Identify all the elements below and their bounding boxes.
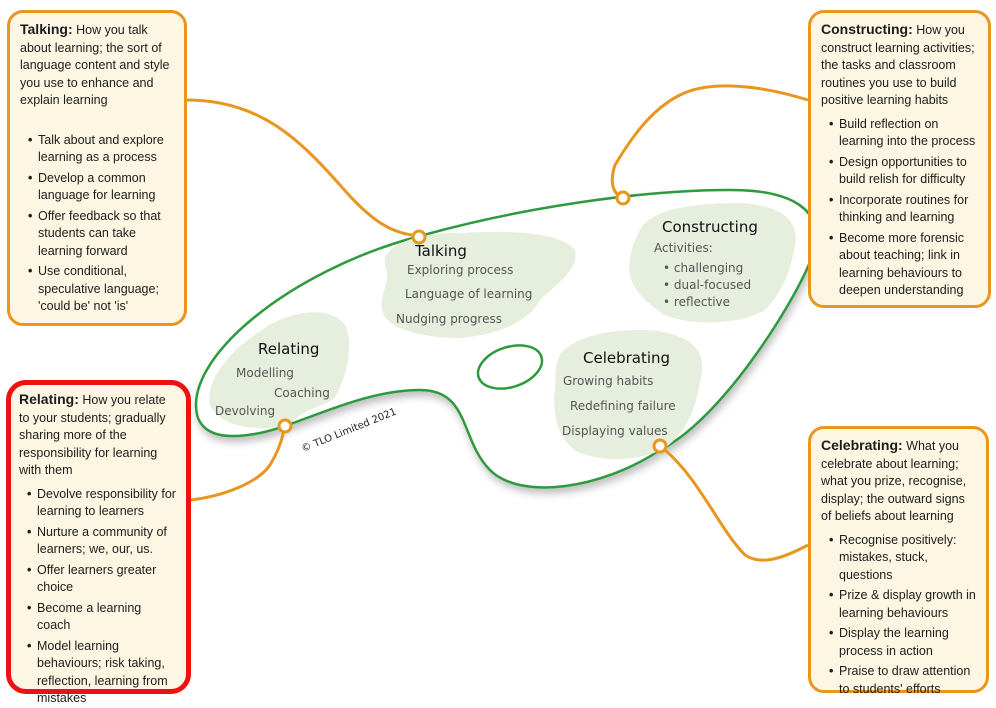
constructing-bullet: Incorporate routines for thinking and le… [829,192,978,227]
zone-item-relating-1: Modelling [236,366,294,380]
relating-bullet-list: Devolve responsibility for learning to l… [19,486,178,708]
celebrating-description: What you celebrate about learning; what … [821,439,967,523]
talking-description: How you talk about learning; the sort of… [20,23,170,107]
connector-node-talking [411,229,427,245]
zone-item-talking-2: Language of learning [405,287,532,301]
relating-heading: Relating: [19,391,79,407]
zone-item-constructing-1: • challenging [663,261,743,275]
constructing-description: How you construct learning activities; t… [821,23,975,107]
connector-celebrating [664,448,809,562]
zone-blob-relating [209,312,350,429]
talking-bullet: Talk about and explore learning as a pro… [28,132,174,167]
talking-heading: Talking: [20,21,73,37]
talking-bullet: Offer feedback so that students can take… [28,208,174,261]
talking-bullet: Develop a common language for learning [28,170,174,205]
relating-intro: Relating: How you relate to your student… [19,391,178,480]
zone-item-celebrating-1: Growing habits [563,374,653,388]
connector-node-celebrating [652,438,668,454]
zone-item-celebrating-3: Displaying values [562,424,668,438]
talking-box: Talking: How you talk about learning; th… [7,10,187,326]
connector-relating [190,429,286,502]
zone-title-constructing: Constructing [662,218,758,236]
connector-constructing [610,84,809,198]
celebrating-bullet: Recognise positively: mistakes, stuck, q… [829,532,976,585]
connector-node-constructing [615,190,631,206]
zone-item-celebrating-2: Redefining failure [570,399,676,413]
connector-node-relating [277,418,293,434]
celebrating-box: Celebrating: What you celebrate about le… [808,426,989,696]
zone-subtitle-constructing: Activities: [654,241,713,255]
zone-item-constructing-3: • reflective [663,295,730,309]
zone-item-constructing-2: • dual-focused [663,278,751,292]
constructing-box: Constructing: How you construct learning… [808,10,991,308]
relating-bullet: Devolve responsibility for learning to l… [27,486,178,521]
relating-description: How you relate to your students; gradual… [19,393,166,477]
constructing-bullet: Build reflection on learning into the pr… [829,116,978,151]
talking-bullet: Use conditional, speculative language; '… [28,263,174,316]
zone-blob-constructing [629,203,796,323]
relating-bullet: Become a learning coach [27,600,178,635]
zone-blob-talking [381,231,576,338]
constructing-bullet-list: Build reflection on learning into the pr… [821,116,978,300]
zone-title-talking: Talking [414,242,467,260]
celebrating-intro: Celebrating: What you celebrate about le… [821,437,976,526]
zone-item-relating-3: Devolving [215,404,275,418]
constructing-bullet: Become more forensic about teaching; lin… [829,230,978,300]
celebrating-heading: Celebrating: [821,437,903,453]
celebrating-bullet: Display the learning process in action [829,625,976,660]
relating-bullet: Model learning behaviours; risk taking, … [27,638,178,708]
relating-bullet: Offer learners greater choice [27,562,178,597]
zone-blob-celebrating [554,330,703,460]
relating-box: Relating: How you relate to your student… [6,380,191,705]
celebrating-bullet: Prize & display growth in learning behav… [829,587,976,622]
celebrating-bullet-list: Recognise positively: mistakes, stuck, q… [821,532,976,699]
talking-intro: Talking: How you talk about learning; th… [20,21,174,110]
zone-item-relating-2: Coaching [274,386,330,400]
celebrating-bullet: Praise to draw attention to students' ef… [829,663,976,698]
zone-title-celebrating: Celebrating [583,349,670,367]
zone-item-talking-3: Nudging progress [396,312,502,326]
palette-thumb-hole [476,344,544,390]
constructing-heading: Constructing: [821,21,913,37]
relating-bullet: Nurture a community of learners; we, our… [27,524,178,559]
zone-title-relating: Relating [258,340,319,358]
constructing-bullet: Design opportunities to build relish for… [829,154,978,189]
zone-item-talking-1: Exploring process [407,263,513,277]
talking-bullet-list: Talk about and explore learning as a pro… [20,132,174,316]
connector-talking [186,98,413,237]
constructing-intro: Constructing: How you construct learning… [821,21,978,110]
